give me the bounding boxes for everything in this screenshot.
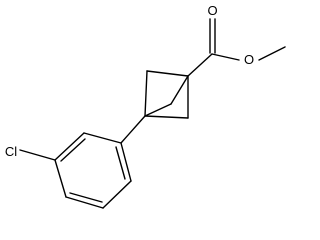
bond-ring-3 xyxy=(65,196,104,209)
bond-ring-2 xyxy=(102,180,132,209)
bond-cage-aryl xyxy=(120,115,146,144)
bond-cage-diagonal-1 xyxy=(170,75,189,105)
bond-ring-5-inner xyxy=(60,138,86,162)
ester-oxygen-label: O xyxy=(244,52,254,67)
bond-cage-diagonal-2 xyxy=(144,103,172,117)
bond-ring-1 xyxy=(120,142,132,182)
structure-diagram: O O Cl xyxy=(5,3,286,209)
chlorine-label: Cl xyxy=(5,144,17,159)
bond-c1-carbonyl-carbon xyxy=(187,53,213,77)
bond-ester-o-methyl xyxy=(258,46,286,61)
molecule-svg: O O Cl xyxy=(5,3,286,209)
bond-cage-left xyxy=(144,70,148,117)
bond-ring-5 xyxy=(54,132,85,161)
bond-ring-1-inner xyxy=(115,146,126,180)
bond-ring-6 xyxy=(83,132,122,144)
bond-cage-top xyxy=(146,70,189,77)
carbonyl-oxygen-label: O xyxy=(207,3,217,18)
bond-carbonyl-ester-o xyxy=(211,53,240,61)
bond-ring-4 xyxy=(54,159,67,198)
bond-cage-bottom xyxy=(144,115,189,119)
bond-ring-cl xyxy=(19,149,56,161)
bond-ring-3-inner xyxy=(69,192,103,203)
